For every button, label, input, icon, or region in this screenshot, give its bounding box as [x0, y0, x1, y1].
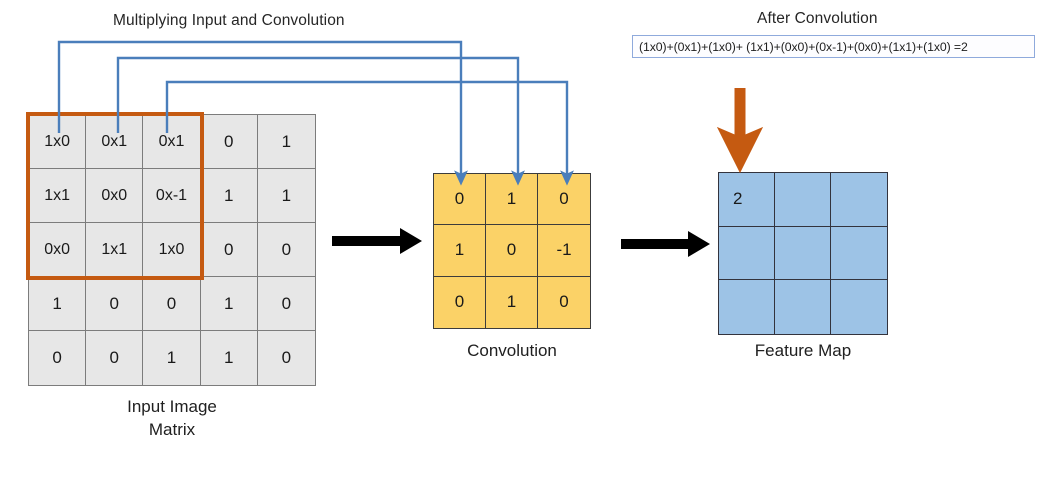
input-matrix-cell-r2c5: 1 [257, 169, 315, 223]
input-matrix-cell-r3c2: 1x1 [86, 223, 144, 277]
input-matrix-caption: Input Image Matrix [28, 396, 316, 441]
flow-arrow-1 [332, 228, 422, 254]
convolution-matrix-cell-r2c3: -1 [538, 225, 590, 277]
convolution-formula-text: (1x0)+(0x1)+(1x0)+ (1x1)+(0x0)+(0x-1)+(0… [639, 39, 968, 54]
input-matrix-cell-r2c1: 1x1 [29, 169, 87, 223]
input-matrix-cell-r1c1: 1x0 [29, 115, 87, 169]
convolution-matrix-cell-r1c1: 0 [434, 174, 486, 226]
flow-arrow-2 [621, 231, 710, 257]
input-matrix-cell-r1c3: 0x1 [143, 115, 201, 169]
feature-map-caption: Feature Map [754, 341, 852, 360]
input-matrix-cell-r4c4: 1 [200, 277, 258, 331]
input-matrix-cell-r4c3: 0 [143, 277, 201, 331]
input-matrix-cell-r2c2: 0x0 [86, 169, 144, 223]
feature-map-cell-r2c1 [719, 226, 775, 281]
input-matrix-cell-r5c3: 1 [143, 331, 201, 385]
input-matrix-cell-r5c2: 0 [86, 331, 144, 385]
feature-map-cell-r2c2 [775, 226, 831, 281]
input-matrix-caption-line1: Input Image [127, 397, 217, 416]
convolution-matrix-cell-r1c2: 1 [486, 174, 538, 226]
input-matrix-cell-r5c4: 1 [200, 331, 258, 385]
multiplying-title: Multiplying Input and Convolution [113, 12, 345, 29]
feature-map-cell-r1c3 [831, 173, 887, 227]
input-matrix-cell-r3c4: 0 [200, 223, 258, 277]
convolution-matrix-cell-r1c3: 0 [538, 174, 590, 226]
input-matrix-cell-r1c4: 0 [200, 115, 258, 169]
input-matrix-cell-r1c5: 1 [257, 115, 315, 169]
convolution-matrix-cell-r3c3: 0 [538, 276, 590, 328]
feature-map-cell-r1c2 [775, 173, 831, 227]
input-matrix-cell-r4c5: 0 [257, 277, 315, 331]
feature-map-cell-r3c2 [775, 280, 831, 334]
feature-map-cell-r2c3 [831, 226, 887, 281]
input-matrix-cell-r5c5: 0 [257, 331, 315, 385]
input-matrix-cell-r5c1: 0 [29, 331, 87, 385]
convolution-matrix-cell-r3c1: 0 [434, 276, 486, 328]
feature-map-cell-r3c1 [719, 280, 775, 334]
input-matrix-cell-r3c1: 0x0 [29, 223, 87, 277]
convolution-formula-box: (1x0)+(0x1)+(1x0)+ (1x1)+(0x0)+(0x-1)+(0… [632, 35, 1035, 58]
input-matrix-cell-r3c3: 1x0 [143, 223, 201, 277]
input-matrix-cell-r2c3: 0x-1 [143, 169, 201, 223]
convolution-matrix-cell-r2c2: 0 [486, 225, 538, 277]
convolution-matrix-cell-r2c1: 1 [434, 225, 486, 277]
feature-map-matrix: 2 [718, 172, 888, 335]
convolution-caption: Convolution [467, 341, 557, 360]
convolution-matrix-cell-r3c2: 1 [486, 276, 538, 328]
input-matrix-cell-r1c2: 0x1 [86, 115, 144, 169]
feature-map-cell-r1c1: 2 [719, 173, 775, 227]
input-matrix-cell-r3c5: 0 [257, 223, 315, 277]
input-matrix-cell-r2c4: 1 [200, 169, 258, 223]
input-matrix-cell-r4c2: 0 [86, 277, 144, 331]
input-matrix-cell-r4c1: 1 [29, 277, 87, 331]
after-convolution-title: After Convolution [757, 10, 878, 27]
input-matrix-caption-line2: Matrix [148, 419, 196, 439]
feature-map-cell-r3c3 [831, 280, 887, 334]
